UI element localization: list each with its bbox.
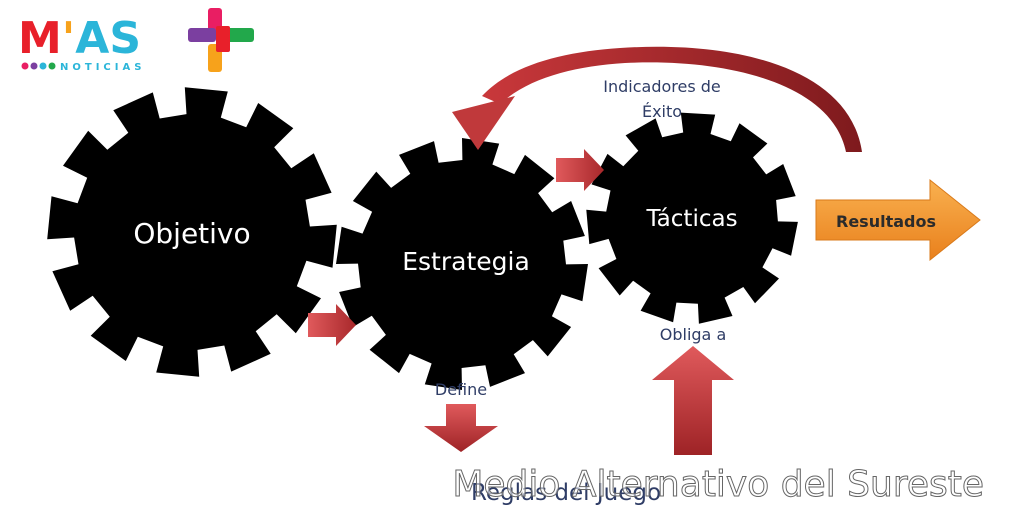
logo: M'AS NOTICIAS	[18, 8, 254, 73]
logo-apostrophe: '	[62, 13, 75, 64]
arrow-define-down	[424, 404, 498, 452]
gear-estrategia	[336, 138, 588, 390]
logo-dots	[21, 62, 56, 70]
logo-sub-text: NOTICIAS	[60, 62, 145, 73]
watermark-text: Medio Alternativo del Sureste	[452, 464, 984, 505]
arrow-obliga-up	[652, 346, 734, 455]
logo-letters-as: AS	[75, 13, 141, 64]
gear-objetivo	[47, 87, 337, 377]
gear-label-estrategia: Estrategia	[402, 247, 530, 276]
gear-label-objetivo: Objetivo	[133, 217, 250, 250]
arrow-objetivo-to-estrategia	[308, 304, 356, 346]
label-define: Define	[435, 380, 487, 399]
gear-tacticas	[586, 112, 798, 324]
arrow-estrategia-to-tacticas	[556, 149, 604, 191]
resultados-arrow: Resultados	[815, 178, 981, 262]
label-obliga: Obliga a	[660, 325, 727, 344]
label-indicadores-line2: Éxito	[642, 102, 682, 121]
label-indicadores-line1: Indicadores de	[603, 77, 721, 96]
gear-label-tacticas: Tácticas	[645, 206, 737, 232]
logo-letter-m: M	[18, 13, 62, 64]
label-reglas: Reglas del Juego	[471, 480, 661, 506]
logo-cross-icon	[188, 8, 254, 72]
resultados-label: Resultados	[836, 212, 936, 231]
logo-main-text: M'AS	[18, 13, 141, 64]
feedback-curved-arrow	[452, 46, 862, 152]
